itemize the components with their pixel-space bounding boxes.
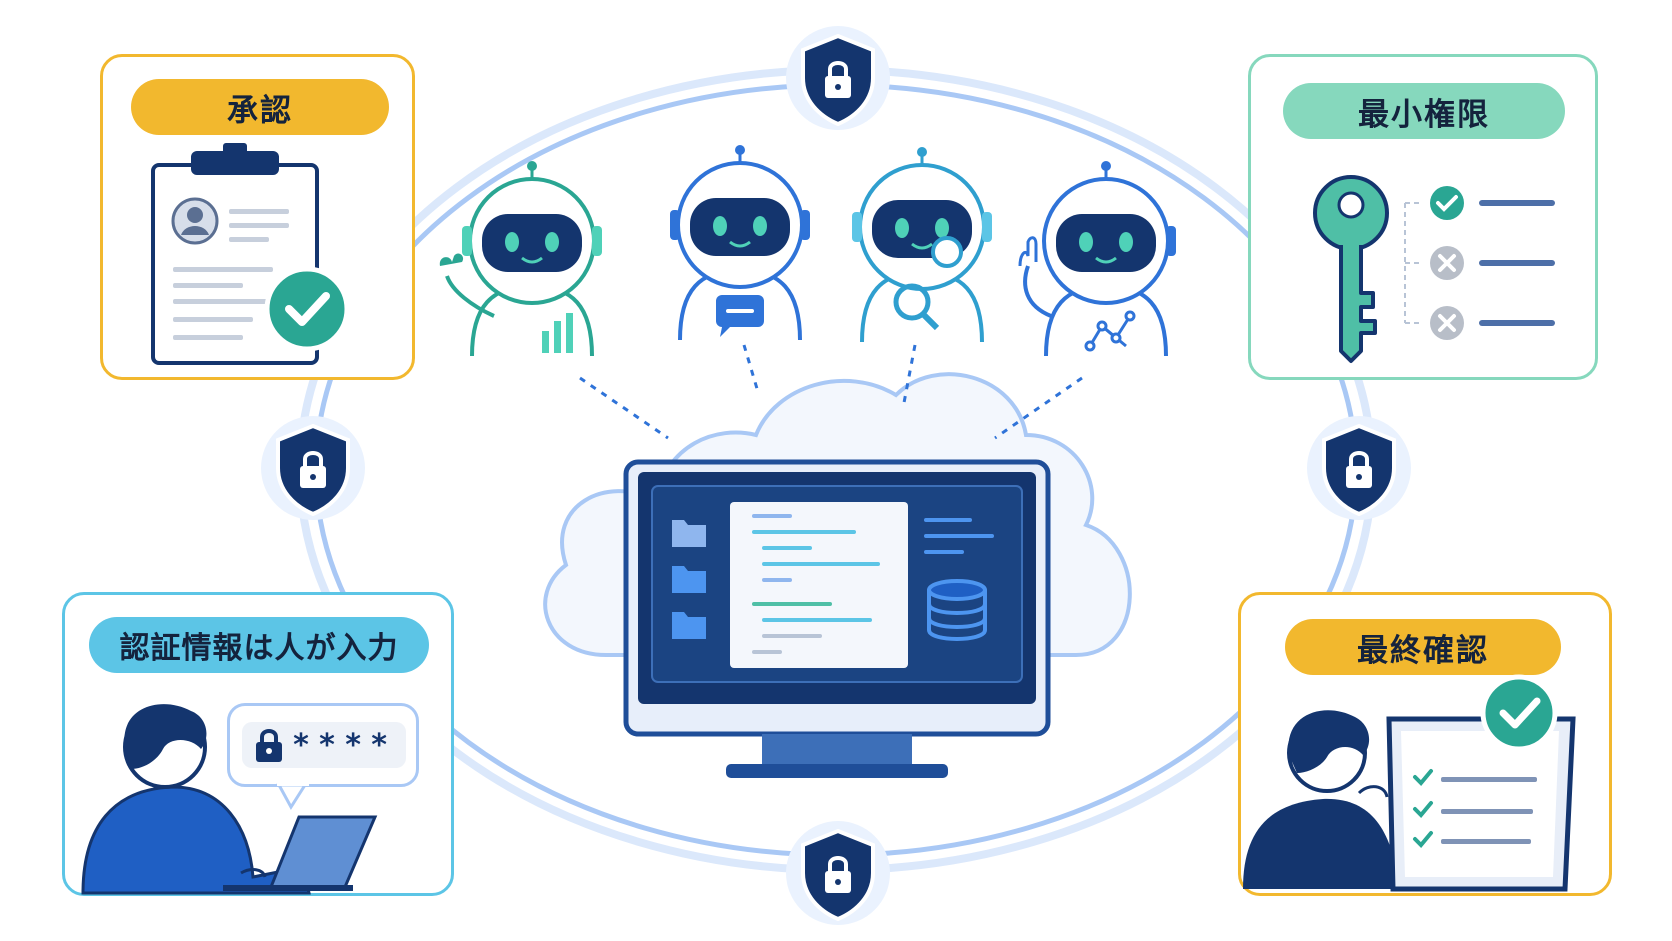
clipboard-icon <box>151 143 350 365</box>
check-icon <box>1480 674 1558 752</box>
key-icon <box>1313 175 1389 363</box>
folder-icon <box>672 520 706 639</box>
database-icon <box>927 579 987 641</box>
shield-lock-icon <box>261 416 365 520</box>
least-privilege-label: 最小権限 <box>1283 83 1565 139</box>
person-reviewing-icon <box>1243 674 1576 892</box>
shield-lock-icon <box>1307 416 1411 520</box>
approval-panel: 承認 <box>100 54 415 380</box>
final-check-label: 最終確認 <box>1285 619 1561 675</box>
final-check-panel: 最終確認 <box>1238 592 1612 896</box>
password-field[interactable]: **** <box>242 722 406 768</box>
permission-list <box>1404 186 1555 340</box>
robot-network-icon <box>1018 161 1176 357</box>
check-icon <box>1430 186 1464 220</box>
shield-lock-icon <box>786 26 890 130</box>
approval-label: 承認 <box>131 79 389 135</box>
person-typing-icon <box>81 704 378 895</box>
password-mask: **** <box>292 728 397 763</box>
robot-chart-icon <box>439 161 602 357</box>
lock-icon <box>256 729 282 762</box>
credentials-label: 認証情報は人が入力 <box>89 617 429 673</box>
bubble-tail <box>276 781 309 810</box>
robot-chat-icon <box>670 145 810 341</box>
least-privilege-panel: 最小権限 <box>1248 54 1598 380</box>
credentials-panel: 認証情報は人が入力 **** <box>62 592 454 896</box>
shield-lock-icon <box>786 821 890 925</box>
robot-search-icon <box>852 147 992 343</box>
monitor-icon <box>623 459 1051 778</box>
password-bubble: **** <box>227 703 419 787</box>
